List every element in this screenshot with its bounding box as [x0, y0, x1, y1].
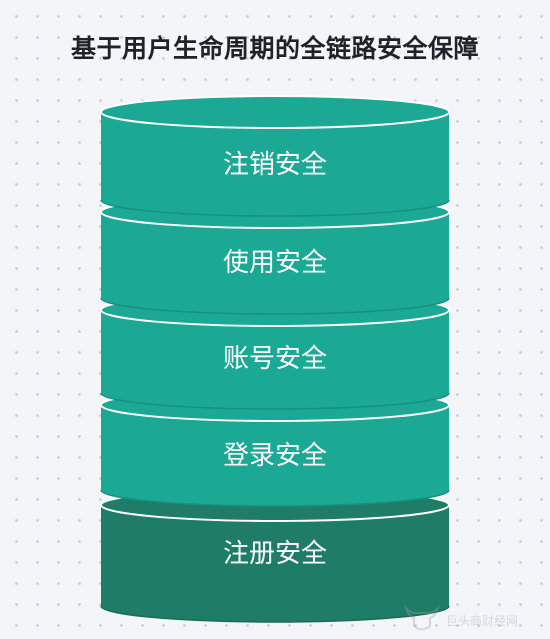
stack-layer: 注册安全 [100, 488, 450, 623]
stack-layer: 账号安全 [100, 293, 450, 410]
layer-bottom-rim [100, 297, 450, 315]
layer-label: 注册安全 [223, 539, 327, 569]
layer-body [101, 112, 449, 216]
layer-body [101, 505, 449, 622]
layer-label: 注销安全 [223, 150, 327, 180]
diagram-title: 基于用户生命周期的全链路安全保障 [70, 34, 479, 63]
layer-bottom-rim [100, 392, 450, 410]
layer-body [101, 310, 449, 409]
layer-top-cap [100, 95, 450, 129]
bull-head-icon [404, 604, 440, 631]
stack-layer: 注销安全 [100, 95, 450, 217]
layer-body [101, 212, 449, 314]
layer-body [101, 405, 449, 506]
layer-bottom-rim [100, 199, 450, 217]
layer-bottom-rim [100, 605, 450, 623]
layer-label: 账号安全 [223, 344, 327, 374]
layer-bottom-rim [100, 489, 450, 507]
watermark-text: 巨头商财经网 [446, 614, 519, 628]
watermark: 巨头商财经网 [402, 604, 542, 634]
layer-label: 使用安全 [223, 248, 327, 278]
layer-label: 登录安全 [223, 441, 327, 471]
